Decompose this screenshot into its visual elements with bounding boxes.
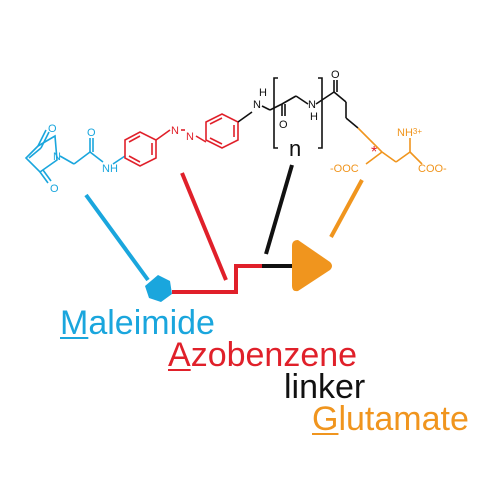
linker-structure (237, 77, 359, 149)
label-glutamate-initial: G (312, 400, 339, 438)
glutamate-structure (357, 127, 423, 165)
atom-n-maleimide: N (53, 151, 61, 163)
atom-h-right: H (259, 87, 267, 99)
atom-o-peg2: O (331, 69, 340, 81)
atom-o-bottom: O (50, 183, 59, 195)
linker-pointer (264, 164, 294, 255)
label-azobenzene-initial: A (168, 336, 191, 374)
maleimide-symbol (145, 275, 172, 302)
stereo-star: * (371, 144, 377, 161)
label-linker: linker (284, 370, 365, 404)
label-linker-text: linker (284, 368, 366, 406)
azobenzene-structure (124, 113, 239, 167)
label-azobenzene: Azobenzene (168, 338, 357, 372)
maleimide-structure (24, 129, 126, 184)
atom-o-amide: O (87, 127, 96, 139)
atom-azo-n1: N (171, 125, 179, 137)
atom-h-peg: H (310, 111, 318, 123)
atom-o-top: O (48, 123, 57, 135)
maleimide-pointer (84, 193, 150, 282)
azobenzene-pointer (180, 172, 228, 281)
glutamate-pointer (329, 179, 364, 238)
label-maleimide: Maleimide (60, 306, 215, 340)
atom-n-peg: N (308, 99, 316, 111)
atom-h-amide: H (110, 163, 118, 175)
atom-o-peg1: O (279, 119, 288, 131)
glutamate-symbol (292, 240, 332, 292)
label-azobenzene-rest: zobenzene (190, 336, 358, 374)
atom-azo-n2: N (186, 131, 194, 143)
label-glutamate-rest: lutamate (338, 400, 469, 438)
atom-n-right: N (253, 99, 261, 111)
label-glutamate: Glutamate (312, 402, 469, 436)
repeat-unit-n: n (289, 136, 301, 161)
atom-coo-right: COO- (418, 163, 447, 175)
label-maleimide-initial: M (60, 304, 89, 342)
label-maleimide-rest: aleimide (88, 304, 215, 342)
azobenzene-symbol (172, 264, 262, 294)
atom-coo-left: -OOC (330, 163, 359, 175)
atom-nh3: NH3+ (397, 127, 422, 139)
atom-n-amide: N (102, 163, 110, 175)
